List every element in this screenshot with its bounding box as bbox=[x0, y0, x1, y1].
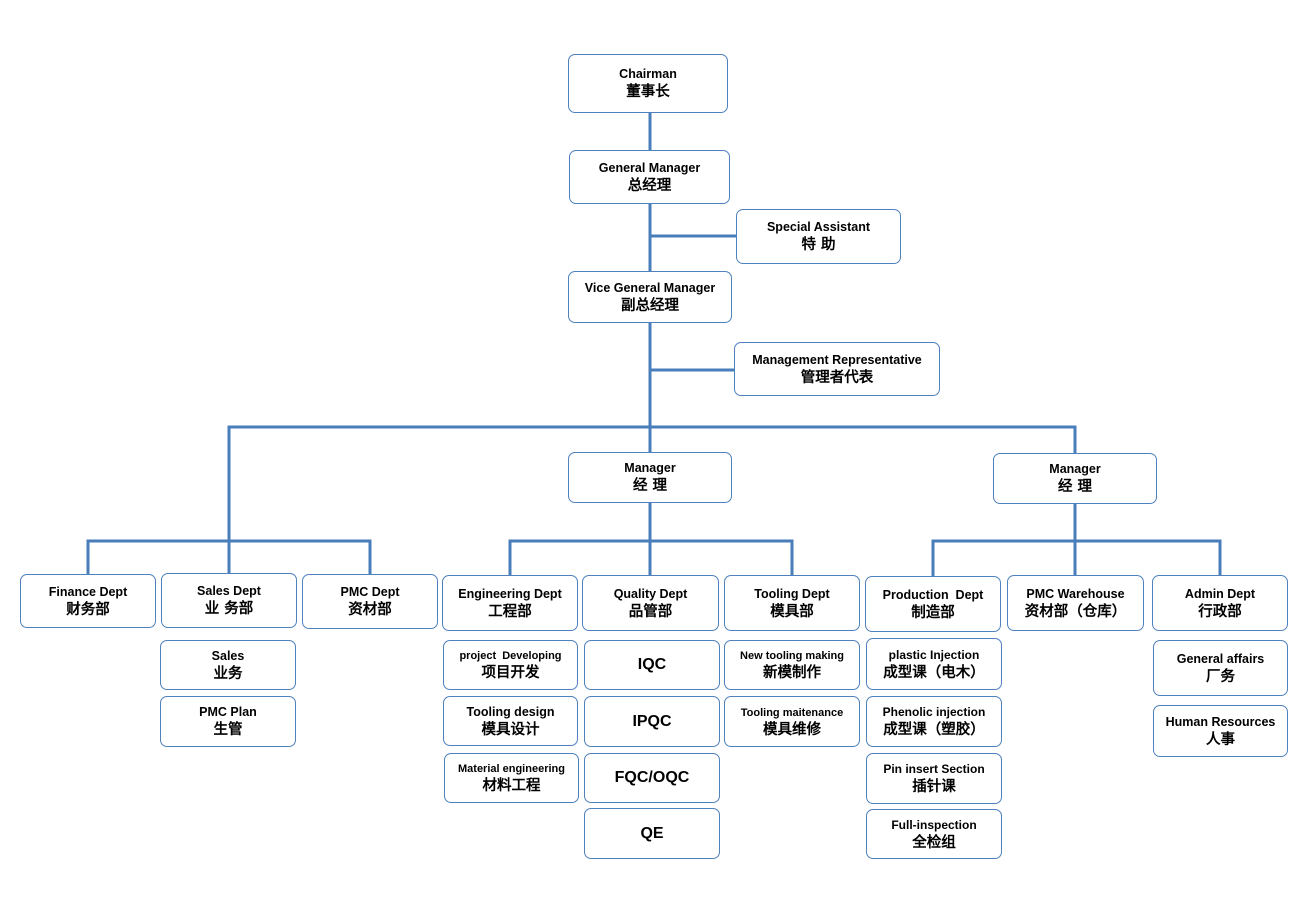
special-assistant-label-zh: 特 助 bbox=[801, 237, 836, 253]
quality-dept-label: Quality Dept bbox=[613, 586, 688, 601]
sales-unit-label-zh: 业务 bbox=[213, 665, 243, 682]
full-inspection-unit-node: Full-inspection 全检组 bbox=[866, 809, 1002, 859]
chairman-node: Chairman 董事长 bbox=[568, 54, 728, 113]
pmc-dept-label-zh: 资材部 bbox=[348, 602, 392, 618]
pmc-warehouse-label-zh: 资材部（仓库） bbox=[1024, 603, 1127, 620]
tooling-dept-label-zh: 模具部 bbox=[770, 603, 814, 620]
center-manager-label-zh: 经 理 bbox=[632, 478, 668, 494]
new-tooling-making-unit-node: New tooling making 新模制作 bbox=[724, 640, 860, 690]
pin-insert-section-unit-label: Pin insert Section bbox=[883, 762, 985, 776]
qe-unit-node: QE bbox=[584, 808, 720, 859]
management-representative-label-zh: 管理者代表 bbox=[800, 369, 874, 386]
tooling-maintenance-unit-node: Tooling maitenance 模具维修 bbox=[724, 696, 860, 747]
right-manager-node: Manager 经 理 bbox=[993, 453, 1157, 504]
full-inspection-unit-label-zh: 全检组 bbox=[912, 834, 956, 851]
pin-insert-section-unit-label-zh: 插针课 bbox=[912, 779, 956, 795]
iqc-unit-label: IQC bbox=[637, 656, 667, 673]
right-manager-label-zh: 经 理 bbox=[1057, 479, 1093, 495]
general-manager-label-zh: 总经理 bbox=[627, 177, 672, 194]
vice-general-manager-label: Vice General Manager bbox=[584, 280, 716, 295]
finance-dept-node: Finance Dept 财务部 bbox=[20, 574, 156, 628]
general-affairs-unit-label-zh: 厂务 bbox=[1206, 668, 1235, 685]
plastic-injection-unit-label-zh: 成型课（电木） bbox=[883, 664, 985, 681]
phenolic-injection-unit-node: Phenolic injection 成型课（塑胶） bbox=[866, 696, 1002, 747]
pmc-plan-unit-label: PMC Plan bbox=[199, 705, 257, 719]
human-resources-unit-node: Human Resources 人事 bbox=[1153, 705, 1288, 757]
pmc-warehouse-node: PMC Warehouse 资材部（仓库） bbox=[1007, 575, 1144, 631]
tooling-maintenance-unit-label: Tooling maitenance bbox=[740, 706, 844, 719]
tooling-design-unit-label: Tooling design bbox=[466, 704, 555, 719]
phenolic-injection-unit-label-zh: 成型课（塑胶） bbox=[883, 722, 985, 738]
admin-dept-node: Admin Dept 行政部 bbox=[1152, 575, 1288, 631]
ipqc-unit-node: IPQC bbox=[584, 696, 720, 747]
material-engineering-unit-node: Material engineering 材料工程 bbox=[444, 753, 579, 803]
new-tooling-making-unit-label: New tooling making bbox=[740, 650, 844, 662]
sales-unit-label: Sales bbox=[211, 648, 245, 663]
project-developing-unit-node: project Developing 项目开发 bbox=[443, 640, 578, 690]
center-manager-node: Manager 经 理 bbox=[568, 452, 732, 503]
management-representative-node: Management Representative 管理者代表 bbox=[734, 342, 940, 396]
engineering-dept-label: Engineering Dept bbox=[458, 586, 562, 601]
ipqc-unit-label: IPQC bbox=[632, 712, 672, 730]
vice-general-manager-node: Vice General Manager 副总经理 bbox=[568, 271, 732, 323]
quality-dept-label-zh: 品管部 bbox=[628, 603, 673, 620]
iqc-unit-node: IQC bbox=[584, 640, 720, 690]
quality-dept-node: Quality Dept 品管部 bbox=[582, 575, 719, 631]
tooling-dept-node: Tooling Dept 模具部 bbox=[724, 575, 860, 631]
engineering-dept-node: Engineering Dept 工程部 bbox=[442, 575, 578, 631]
general-manager-node: General Manager 总经理 bbox=[569, 150, 730, 204]
management-representative-label: Management Representative bbox=[752, 352, 922, 367]
tooling-design-unit-node: Tooling design 模具设计 bbox=[443, 696, 578, 746]
general-affairs-unit-label: General affairs bbox=[1176, 651, 1265, 666]
qe-unit-label: QE bbox=[640, 824, 664, 842]
new-tooling-making-unit-label-zh: 新模制作 bbox=[763, 665, 821, 681]
human-resources-unit-label: Human Resources bbox=[1165, 714, 1276, 729]
pmc-plan-unit-label-zh: 生管 bbox=[213, 722, 243, 738]
pmc-dept-label: PMC Dept bbox=[340, 585, 400, 599]
admin-dept-label-zh: 行政部 bbox=[1198, 603, 1242, 620]
pmc-dept-node: PMC Dept 资材部 bbox=[302, 574, 438, 629]
sales-dept-label: Sales Dept bbox=[197, 584, 261, 598]
finance-dept-label-zh: 财务部 bbox=[66, 601, 110, 618]
tooling-maintenance-unit-label-zh: 模具维修 bbox=[763, 721, 821, 738]
pmc-plan-unit-node: PMC Plan 生管 bbox=[160, 696, 296, 747]
project-developing-unit-label: project Developing bbox=[459, 650, 562, 662]
production-dept-node: Production Dept 制造部 bbox=[865, 576, 1001, 632]
fqc-oqc-unit-node: FQC/OQC bbox=[584, 753, 720, 803]
engineering-dept-label-zh: 工程部 bbox=[488, 603, 532, 620]
production-dept-label-zh: 制造部 bbox=[911, 604, 955, 621]
pin-insert-section-unit-node: Pin insert Section 插针课 bbox=[866, 753, 1002, 804]
project-developing-unit-label-zh: 项目开发 bbox=[481, 665, 540, 681]
pmc-warehouse-label: PMC Warehouse bbox=[1026, 586, 1125, 601]
human-resources-unit-label-zh: 人事 bbox=[1206, 731, 1235, 748]
special-assistant-label: Special Assistant bbox=[766, 220, 871, 234]
plastic-injection-unit-node: plastic Injection 成型课（电木） bbox=[866, 638, 1002, 690]
chairman-label: Chairman bbox=[619, 67, 677, 81]
tooling-dept-label: Tooling Dept bbox=[754, 586, 830, 601]
general-manager-label: General Manager bbox=[598, 160, 701, 175]
material-engineering-unit-label: Material engineering bbox=[458, 763, 565, 775]
sales-dept-node: Sales Dept 业 务部 bbox=[161, 573, 297, 628]
production-dept-label: Production Dept bbox=[882, 587, 984, 602]
sales-dept-label-zh: 业 务部 bbox=[204, 601, 254, 617]
full-inspection-unit-label: Full-inspection bbox=[891, 817, 977, 832]
finance-dept-label: Finance Dept bbox=[48, 584, 128, 599]
vice-general-manager-label-zh: 副总经理 bbox=[621, 297, 679, 314]
center-manager-label: Manager bbox=[624, 461, 676, 475]
fqc-oqc-unit-label: FQC/OQC bbox=[614, 769, 690, 786]
sales-unit-node: Sales 业务 bbox=[160, 640, 296, 690]
plastic-injection-unit-label: plastic Injection bbox=[888, 647, 980, 662]
special-assistant-node: Special Assistant 特 助 bbox=[736, 209, 901, 264]
phenolic-injection-unit-label: Phenolic injection bbox=[882, 705, 986, 719]
general-affairs-unit-node: General affairs 厂务 bbox=[1153, 640, 1288, 696]
tooling-design-unit-label-zh: 模具设计 bbox=[481, 721, 540, 738]
admin-dept-label: Admin Dept bbox=[1184, 586, 1256, 601]
right-manager-label: Manager bbox=[1049, 462, 1101, 476]
chairman-label-zh: 董事长 bbox=[626, 84, 670, 100]
material-engineering-unit-label-zh: 材料工程 bbox=[482, 778, 541, 794]
